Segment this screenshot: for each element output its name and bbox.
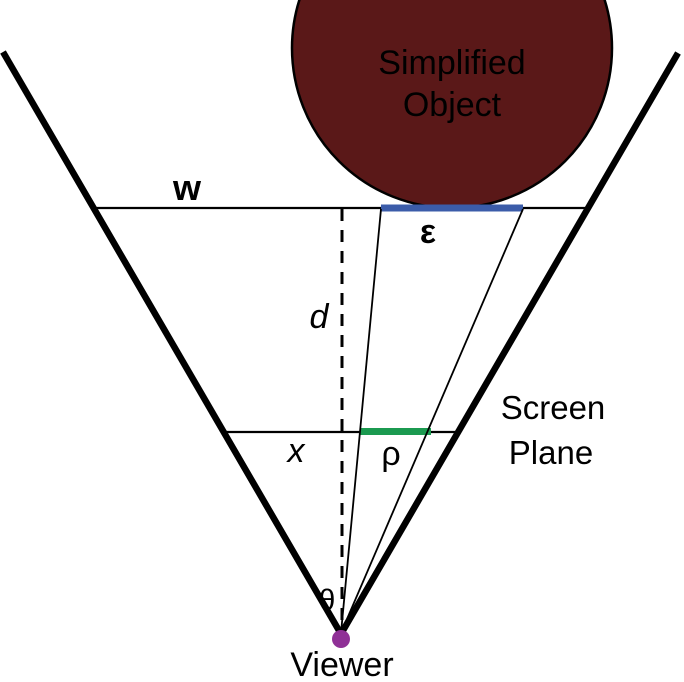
rho-label: ρ xyxy=(381,435,400,473)
viewer-label: Viewer xyxy=(290,646,393,682)
screen-plane-label-line1: Screen xyxy=(501,389,606,426)
screen-plane-label-line2: Plane xyxy=(509,434,593,471)
frustum-edge-right xyxy=(338,51,681,636)
projection-ray-left xyxy=(340,208,382,634)
width-label: w xyxy=(172,167,202,208)
frustum-edge-left xyxy=(0,50,344,636)
distance-label: d xyxy=(310,298,330,336)
object-label-line1: Simplified xyxy=(378,44,525,82)
epsilon-label: ε xyxy=(420,213,436,251)
theta-label: θ xyxy=(319,584,336,617)
projection-ray-right xyxy=(340,208,524,634)
viewer-dot xyxy=(332,630,350,648)
x-label: x xyxy=(286,432,306,470)
object-label-line2: Object xyxy=(403,86,502,124)
